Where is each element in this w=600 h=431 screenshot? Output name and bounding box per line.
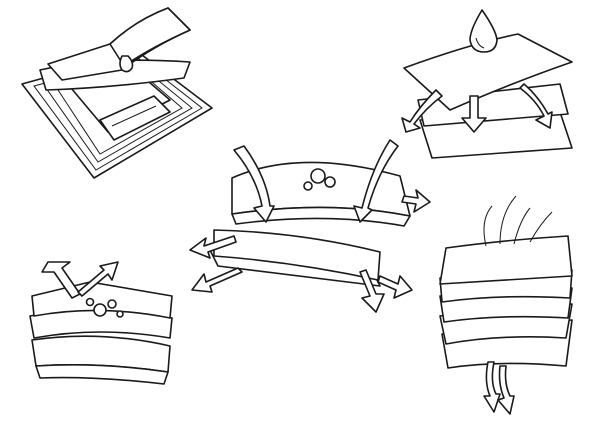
panel-top-right-drop-illustration [401,9,573,159]
arrow-icon [41,261,119,299]
water-drop-icon [469,9,498,53]
arrow-icon [189,139,431,313]
peeled-top-sheet [47,7,191,81]
bubble-icon [85,297,124,318]
arrow-icon [401,83,553,133]
bubble-icon [303,168,336,191]
panel-center-layered-pad [189,139,431,313]
panel-bottom-left-layer-stack [29,261,173,385]
water-drop-icon [119,55,134,73]
panel-bottom-right-breathable-layers [439,195,573,415]
arrow-icon [483,195,553,415]
panel-top-left-pad-illustration [21,7,213,179]
grid-top-layer [403,33,573,111]
top-sheet [439,235,573,285]
ball-layer [31,335,171,385]
